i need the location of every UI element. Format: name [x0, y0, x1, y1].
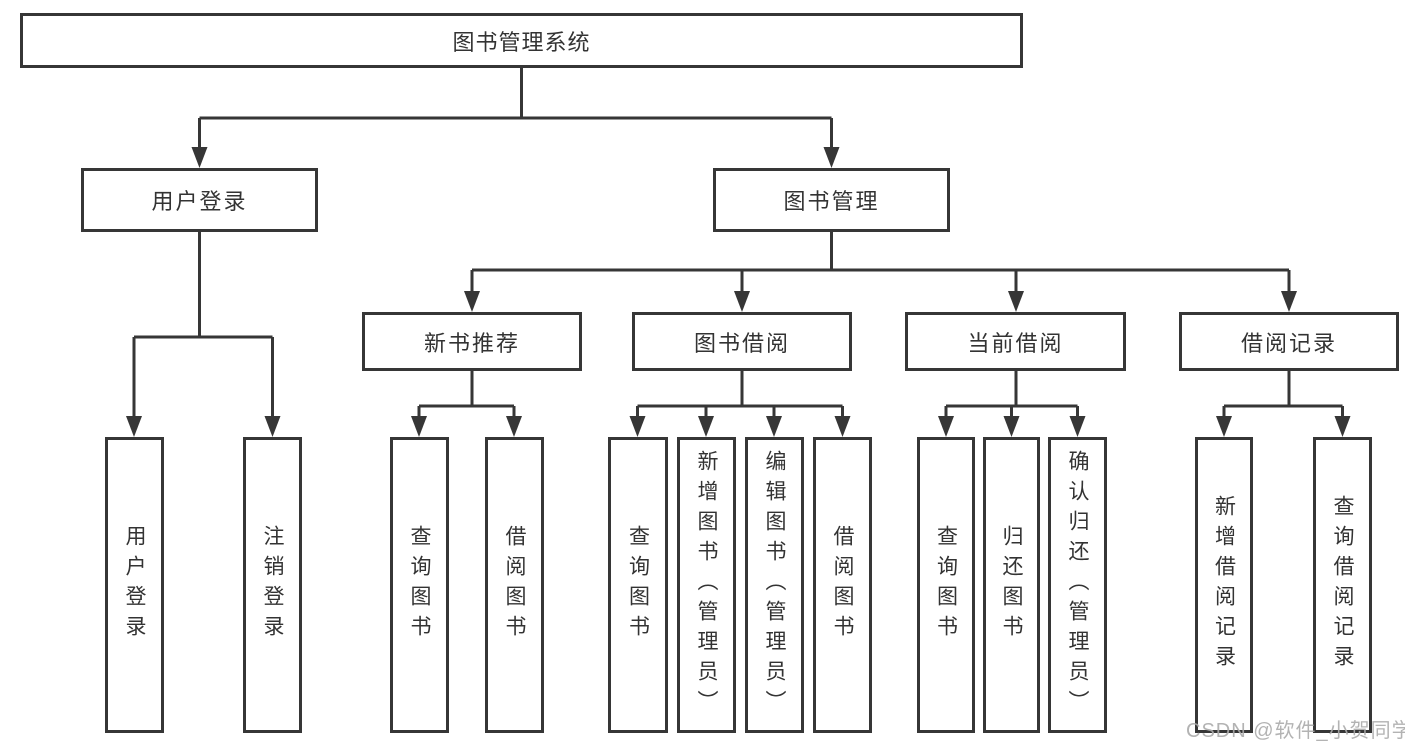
leaf-confirm-return-admin: 确认归还（管理员） — [1048, 437, 1107, 733]
leaf-borrow-query-book: 查询图书 — [608, 437, 668, 733]
leaf-current-query-book: 查询图书 — [917, 437, 975, 733]
leaf-add-borrow-record: 新增借阅记录 — [1195, 437, 1253, 733]
node-current-borrow-label: 当前借阅 — [967, 330, 1064, 356]
leaf-logout-label: 注销登录 — [261, 525, 284, 645]
node-book-mgmt-branch-label: 图书管理 — [783, 189, 880, 214]
connector-paths — [132, 68, 1344, 420]
node-book-borrow-label: 图书借阅 — [693, 330, 790, 356]
leaf-logout: 注销登录 — [243, 437, 302, 733]
leaf-add-book-admin: 新增图书（管理员） — [677, 437, 736, 733]
leaf-edit-book-admin: 编辑图书（管理员） — [745, 437, 804, 733]
node-book-mgmt-branch: 图书管理 — [713, 168, 950, 232]
leaf-recommend-borrow-book-label: 借阅图书 — [503, 525, 526, 645]
node-book-borrow: 图书借阅 — [632, 312, 852, 371]
leaf-edit-book-admin-label: 编辑图书（管理员） — [763, 450, 786, 720]
node-borrow-record-label: 借阅记录 — [1240, 330, 1337, 356]
node-user-login-branch: 用户登录 — [81, 168, 318, 232]
arrowheads — [126, 147, 1351, 437]
leaf-user-login-label: 用户登录 — [123, 525, 146, 645]
node-borrow-record: 借阅记录 — [1179, 312, 1399, 371]
leaf-borrow-borrow-book-label: 借阅图书 — [831, 525, 854, 645]
node-new-book-recommend-label: 新书推荐 — [423, 330, 520, 356]
watermark: CSDN @软件_小贺同学 — [1186, 720, 1405, 742]
leaf-confirm-return-admin-label: 确认归还（管理员） — [1066, 450, 1089, 720]
leaf-query-borrow-record: 查询借阅记录 — [1313, 437, 1372, 733]
node-root-label: 图书管理系统 — [452, 29, 591, 55]
leaf-user-login: 用户登录 — [105, 437, 164, 733]
leaf-current-query-book-label: 查询图书 — [934, 525, 958, 645]
leaf-borrow-borrow-book: 借阅图书 — [813, 437, 872, 733]
node-user-login-branch-label: 用户登录 — [151, 189, 248, 214]
node-new-book-recommend: 新书推荐 — [362, 312, 582, 371]
leaf-return-book-label: 归还图书 — [1000, 525, 1023, 645]
node-root: 图书管理系统 — [20, 13, 1023, 68]
leaf-recommend-query-book: 查询图书 — [390, 437, 449, 733]
leaf-recommend-borrow-book: 借阅图书 — [485, 437, 544, 733]
leaf-return-book: 归还图书 — [983, 437, 1040, 733]
leaf-query-borrow-record-label: 查询借阅记录 — [1331, 495, 1354, 675]
leaf-add-borrow-record-label: 新增借阅记录 — [1212, 495, 1236, 675]
leaf-borrow-query-book-label: 查询图书 — [626, 525, 650, 645]
leaf-add-book-admin-label: 新增图书（管理员） — [695, 450, 718, 720]
node-current-borrow: 当前借阅 — [905, 312, 1126, 371]
leaf-recommend-query-book-label: 查询图书 — [408, 525, 431, 645]
